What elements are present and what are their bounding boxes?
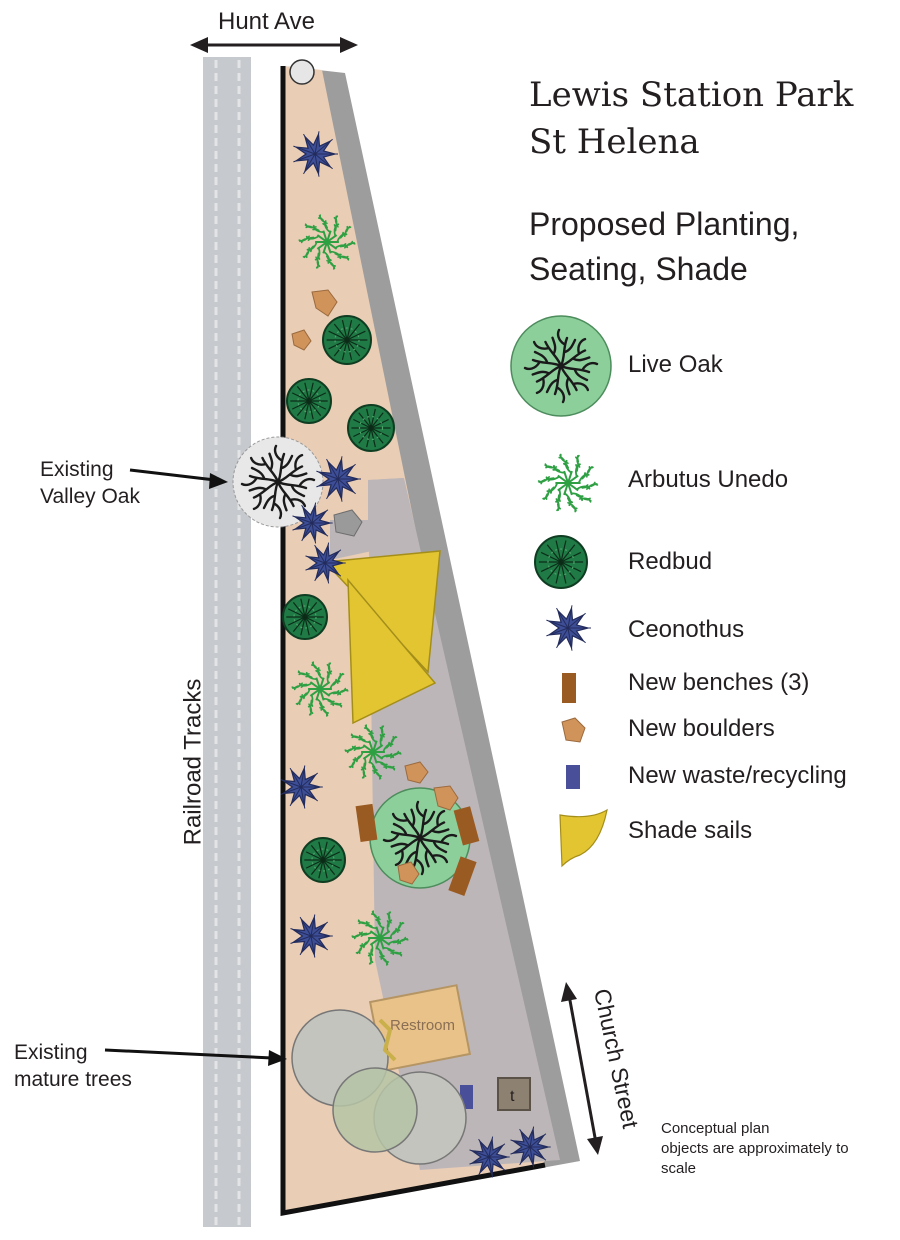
valley-oak-callout-line1: Existing bbox=[40, 458, 114, 481]
boulders bbox=[291, 289, 459, 885]
planting-layer bbox=[280, 131, 551, 1178]
benches bbox=[355, 803, 480, 896]
waste-station-t: t bbox=[497, 1077, 531, 1111]
ceanothus-shrub bbox=[510, 1126, 551, 1168]
ceanothus-shrub bbox=[293, 131, 338, 177]
plan-description-line1: Proposed Planting, bbox=[529, 206, 800, 242]
legend-symbols bbox=[510, 315, 612, 868]
legend-redbud-symbol bbox=[534, 535, 588, 589]
ceanothus-shrub bbox=[292, 502, 333, 544]
legend-label-live-oak: Live Oak bbox=[628, 351, 723, 378]
legend-ceanothus-icon bbox=[546, 605, 591, 651]
restroom-label: Restroom bbox=[390, 1017, 455, 1034]
legend-label-boulder: New boulders bbox=[628, 715, 775, 742]
arbutus-tree bbox=[290, 661, 350, 717]
legend-waste-icon bbox=[566, 765, 580, 789]
legend-label-ceanothus: Ceonothus bbox=[628, 616, 745, 643]
scale-note-line1: Conceptual plan bbox=[661, 1120, 770, 1137]
mature-trees-callout-line1: Existing bbox=[14, 1041, 88, 1064]
restroom-building: Restroom bbox=[368, 984, 472, 1072]
mature-trees-callout: Existing mature trees bbox=[14, 1039, 132, 1093]
redbud-tree bbox=[322, 315, 372, 365]
railroad-tracks-label: Railroad Tracks bbox=[179, 678, 207, 846]
arbutus-tree bbox=[350, 910, 410, 966]
existing-mature-trees bbox=[291, 1009, 467, 1165]
valley-oak-callout-line2: Valley Oak bbox=[40, 485, 140, 508]
legend-arbutus-symbol bbox=[537, 453, 599, 513]
ceanothus-shrub bbox=[290, 914, 333, 958]
arbutus-tree bbox=[343, 724, 403, 780]
arbutus-tree bbox=[297, 214, 357, 270]
redbud-tree bbox=[347, 404, 395, 452]
scale-note-line2: objects are approximately to bbox=[661, 1140, 849, 1157]
ceanothus-shrub bbox=[305, 542, 346, 584]
hunt-ave-label: Hunt Ave bbox=[218, 8, 315, 35]
legend-label-redbud: Redbud bbox=[628, 548, 713, 575]
hunt-ave-arrow bbox=[190, 37, 358, 53]
valley-oak-callout: Existing Valley Oak bbox=[40, 456, 140, 510]
church-street-arrow bbox=[561, 982, 603, 1155]
ceanothus-shrub bbox=[280, 765, 323, 809]
legend-label-arbutus: Arbutus Unedo bbox=[628, 466, 789, 493]
railroad-tracks bbox=[203, 57, 251, 1227]
ceanothus-shrub bbox=[469, 1136, 510, 1178]
plan-description-line2: Seating, Shade bbox=[529, 251, 748, 287]
callout-arrows bbox=[104, 468, 287, 1066]
legend-live-oak-icon bbox=[510, 315, 612, 417]
legend-bench-icon bbox=[562, 673, 576, 703]
redbud-tree bbox=[282, 594, 328, 640]
ceanothus-shrub bbox=[316, 456, 361, 502]
shade-sails bbox=[323, 550, 441, 725]
legend-ceanothus-symbol bbox=[546, 605, 591, 651]
redbud-tree bbox=[300, 837, 346, 883]
legend-shade-icon bbox=[559, 808, 608, 868]
trash-label: t bbox=[510, 1088, 515, 1105]
map-subtitle-location: St Helena bbox=[529, 122, 700, 162]
legend-label-bench: New benches (3) bbox=[628, 669, 810, 696]
legend-label-waste: New waste/recycling bbox=[628, 762, 847, 789]
legend-label-shade: Shade sails bbox=[628, 817, 753, 844]
legend-boulder-icon bbox=[561, 717, 586, 743]
map-title: Lewis Station Park bbox=[529, 75, 854, 115]
legend-arbutus-icon bbox=[537, 453, 599, 513]
existing-valley-oak bbox=[232, 436, 324, 528]
redbud-tree bbox=[286, 378, 332, 424]
scale-note-line3: scale bbox=[661, 1160, 697, 1177]
scale-note: Conceptual plan objects are approximatel… bbox=[661, 1119, 849, 1179]
mature-trees-callout-line2: mature trees bbox=[14, 1068, 132, 1091]
legend-redbud-icon bbox=[534, 535, 588, 589]
